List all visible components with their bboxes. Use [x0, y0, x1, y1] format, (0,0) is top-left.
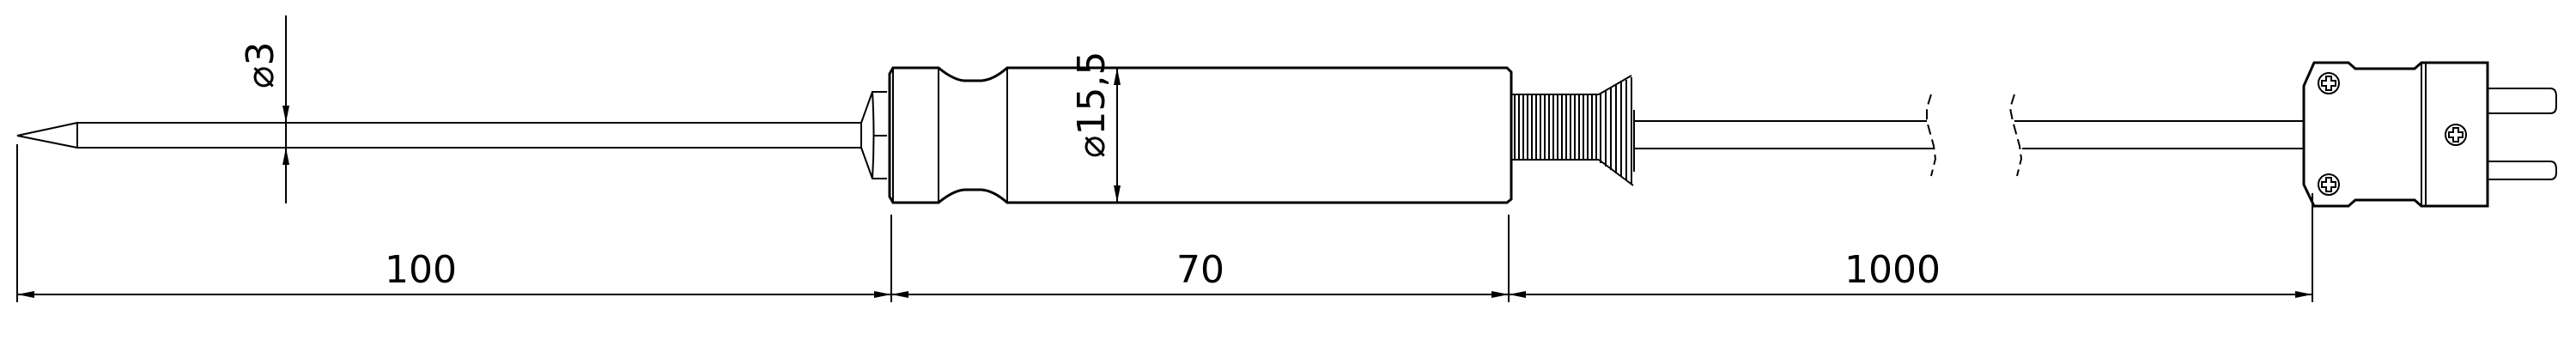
dimension-lengths	[16, 144, 2313, 302]
cable-length-label: 1000	[1844, 248, 1941, 292]
probe-tip	[16, 121, 78, 149]
miniature-plug	[2302, 61, 2557, 208]
shaft-diameter-label: ⌀3	[239, 41, 283, 88]
screw-icon	[2445, 124, 2467, 146]
plug-pin	[2488, 161, 2557, 180]
screw-icon	[2318, 173, 2340, 196]
ferrule	[860, 91, 887, 179]
handle	[888, 66, 1513, 204]
handle-diameter-value: ⌀15,5	[1070, 51, 1114, 158]
strain-relief-spring	[1511, 75, 1635, 186]
handle-diameter-label: ⌀15,5	[1070, 51, 1114, 158]
shaft-diameter-value: ⌀3	[239, 41, 283, 88]
handle-length-label: 70	[1176, 248, 1224, 292]
plug-pin	[2488, 88, 2557, 114]
screw-icon	[2318, 72, 2340, 94]
probe-length-label: 100	[385, 248, 457, 292]
probe-shaft	[16, 121, 861, 149]
cable	[1634, 94, 2304, 177]
